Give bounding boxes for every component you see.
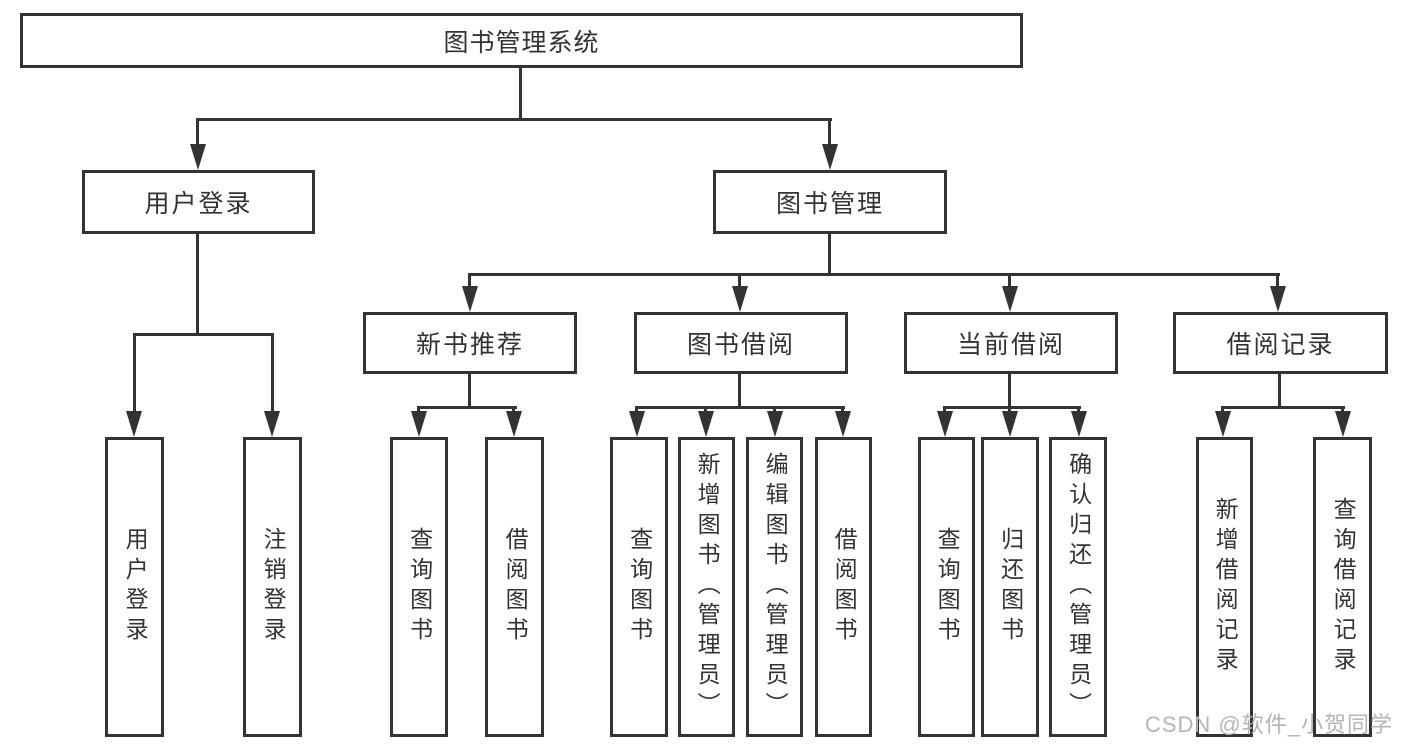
connector-line xyxy=(197,118,832,121)
node-library-management-system: 图书管理系统 xyxy=(20,13,1023,68)
connector-line xyxy=(773,406,776,415)
connector-line xyxy=(944,406,1081,409)
leaf-query-borrow-record: 查询借阅记录 xyxy=(1313,437,1372,737)
leaf-label: 确认归还（管理员） xyxy=(1065,452,1092,722)
arrow-down-icon xyxy=(126,411,142,437)
leaf-borrow-books: 借阅图书 xyxy=(815,437,872,737)
connector-line xyxy=(271,333,274,415)
leaf-add-books-admin: 新增图书（管理员） xyxy=(678,437,735,737)
leaf-label: 新增图书（管理员） xyxy=(694,452,721,722)
connector-line xyxy=(828,234,831,273)
connector-line xyxy=(133,333,274,336)
node-label: 新书推荐 xyxy=(415,331,524,359)
connector-line xyxy=(470,273,1280,276)
arrow-down-icon xyxy=(190,144,206,170)
arrow-down-icon xyxy=(1002,411,1018,437)
arrow-down-icon xyxy=(1270,286,1286,312)
arrow-down-icon xyxy=(411,411,427,437)
arrow-down-icon xyxy=(264,411,280,437)
leaf-label: 注销登录 xyxy=(260,527,287,647)
connector-line xyxy=(512,406,515,415)
connector-line xyxy=(841,406,844,415)
node-book-management: 图书管理 xyxy=(713,170,947,234)
leaf-label: 查询图书 xyxy=(406,527,433,647)
connector-line xyxy=(704,406,707,415)
arrow-down-icon xyxy=(822,144,838,170)
connector-line xyxy=(418,406,517,409)
node-book-borrowing: 图书借阅 xyxy=(634,312,848,374)
leaf-label: 用户登录 xyxy=(122,527,149,647)
connector-line xyxy=(1276,273,1279,289)
arrow-down-icon xyxy=(937,411,953,437)
connector-line xyxy=(1008,273,1011,289)
arrow-down-icon xyxy=(732,286,748,312)
connector-line xyxy=(1008,374,1011,406)
leaf-label: 借阅图书 xyxy=(831,527,858,647)
arrow-down-icon xyxy=(629,411,645,437)
connector-line xyxy=(1008,406,1011,415)
connector-line xyxy=(738,374,741,406)
connector-line xyxy=(468,273,471,289)
arrow-down-icon xyxy=(1335,411,1351,437)
connector-line xyxy=(196,234,199,333)
node-new-book-recommend: 新书推荐 xyxy=(363,312,577,374)
leaf-label: 编辑图书（管理员） xyxy=(762,452,789,722)
leaf-label: 新增借阅记录 xyxy=(1212,497,1239,677)
arrow-down-icon xyxy=(835,411,851,437)
leaf-edit-books-admin: 编辑图书（管理员） xyxy=(746,437,803,737)
leaf-add-borrow-record: 新增借阅记录 xyxy=(1196,437,1253,737)
connector-line xyxy=(943,406,946,415)
leaf-label: 查询图书 xyxy=(934,527,961,647)
leaf-label: 查询图书 xyxy=(626,527,653,647)
csdn-watermark: CSDN @软件_小贺同学 xyxy=(1144,712,1393,737)
leaf-query-books: 查询图书 xyxy=(390,437,448,737)
connector-line xyxy=(417,406,420,415)
node-label: 图书管理 xyxy=(775,190,884,218)
node-label: 图书管理系统 xyxy=(443,28,600,57)
arrow-down-icon xyxy=(1002,286,1018,312)
connector-line xyxy=(468,374,471,406)
leaf-confirm-return-admin: 确认归还（管理员） xyxy=(1049,437,1107,737)
connector-line xyxy=(1221,406,1224,415)
leaf-user-login: 用户登录 xyxy=(105,437,164,737)
node-user-login: 用户登录 xyxy=(82,170,315,234)
leaf-query-books: 查询图书 xyxy=(918,437,975,737)
connector-line xyxy=(738,273,741,289)
arrow-down-icon xyxy=(506,411,522,437)
arrow-down-icon xyxy=(462,286,478,312)
node-label: 当前借阅 xyxy=(956,331,1065,359)
connector-line xyxy=(1077,406,1080,415)
arrow-down-icon xyxy=(767,411,783,437)
connector-line xyxy=(133,333,136,415)
leaf-label: 借阅图书 xyxy=(502,527,529,647)
leaf-label: 归还图书 xyxy=(997,527,1024,647)
connector-line xyxy=(828,118,831,148)
connector-line xyxy=(1341,406,1344,415)
leaf-query-books: 查询图书 xyxy=(610,437,668,737)
node-borrowing-records: 借阅记录 xyxy=(1173,312,1388,374)
leaf-borrow-books: 借阅图书 xyxy=(485,437,544,737)
node-current-borrowing: 当前借阅 xyxy=(904,312,1118,374)
leaf-label: 查询借阅记录 xyxy=(1330,497,1357,677)
connector-line xyxy=(519,67,522,118)
connector-line xyxy=(636,406,845,409)
leaf-return-books: 归还图书 xyxy=(981,437,1039,737)
connector-line xyxy=(1222,406,1345,409)
connector-line xyxy=(196,118,199,148)
leaf-logout: 注销登录 xyxy=(243,437,302,737)
node-label: 图书借阅 xyxy=(686,331,795,359)
connector-line xyxy=(635,406,638,415)
node-label: 用户登录 xyxy=(144,190,253,218)
arrow-down-icon xyxy=(1071,411,1087,437)
arrow-down-icon xyxy=(698,411,714,437)
node-label: 借阅记录 xyxy=(1226,331,1335,359)
connector-line xyxy=(1278,374,1281,406)
arrow-down-icon xyxy=(1215,411,1231,437)
